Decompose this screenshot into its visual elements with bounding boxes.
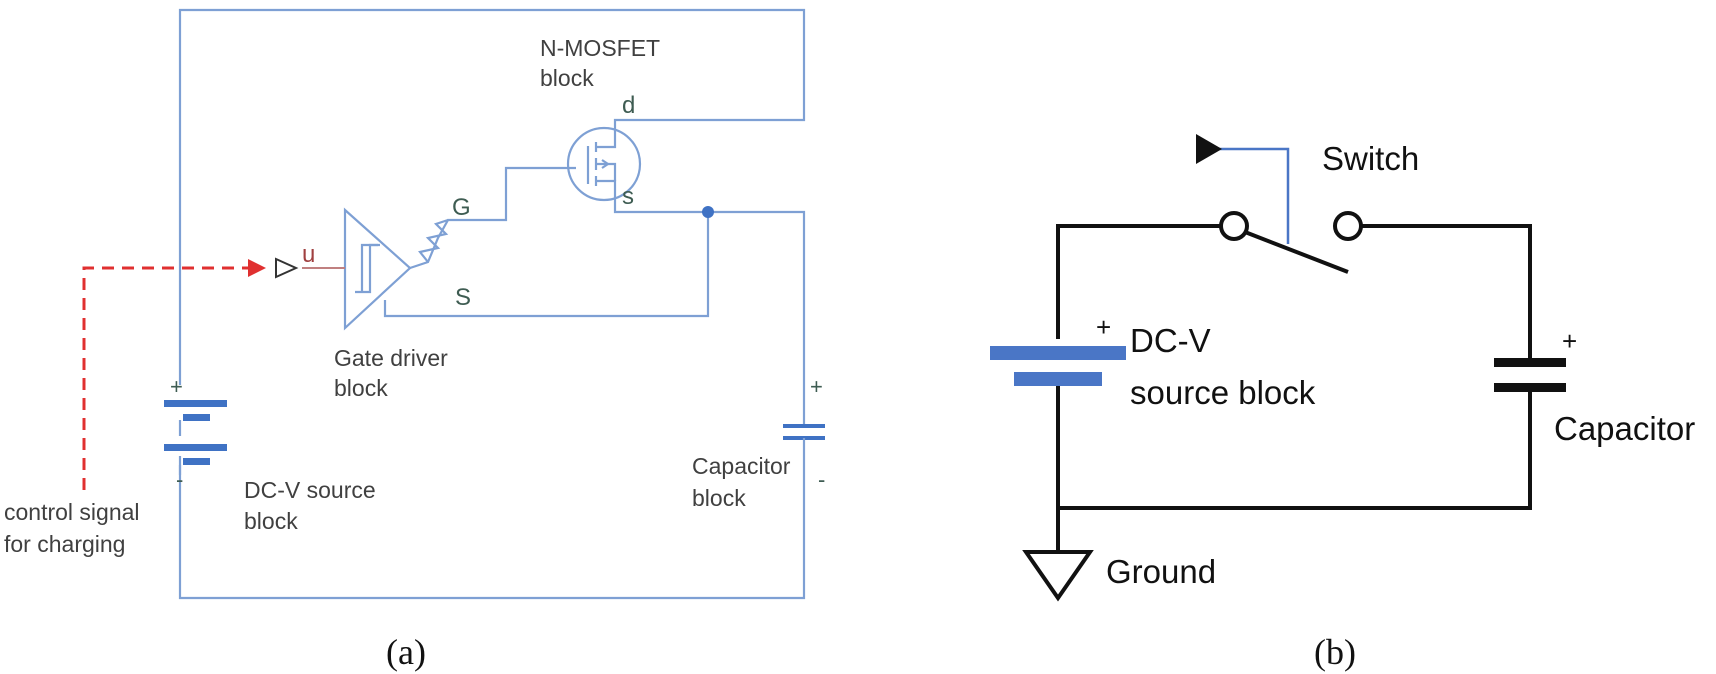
wire-b-bottom xyxy=(1056,386,1532,510)
gate-driver-symbol xyxy=(302,207,412,331)
wire-battery-bottom xyxy=(178,456,806,600)
control-signal-arrow xyxy=(82,259,266,490)
cap-b-plus-label: + xyxy=(1562,326,1577,356)
panel-b-caption: (b) xyxy=(1314,632,1356,672)
pin-S-label: S xyxy=(455,284,471,311)
wire-b-top-right xyxy=(1362,224,1532,358)
switch-control-arrow xyxy=(1196,134,1290,244)
capacitor-label-2: block xyxy=(692,485,746,511)
junction-node xyxy=(702,206,714,218)
control-signal-label-2: for charging xyxy=(4,531,125,557)
wire-mosfet-drain xyxy=(613,118,640,140)
pin-s-label: s xyxy=(622,183,634,210)
dc-minus-label: - xyxy=(176,467,183,492)
control-signal-label-1: control signal xyxy=(4,499,140,525)
dc-plus-label: + xyxy=(170,374,183,399)
ground-icon xyxy=(1022,550,1094,602)
capacitor-symbol xyxy=(783,424,825,475)
capacitor-b-label: Capacitor xyxy=(1554,410,1695,447)
pin-d-label: d xyxy=(622,92,635,119)
dc-source-b-label-2: source block xyxy=(1130,374,1316,411)
wire-b-top-left xyxy=(1056,224,1220,339)
nmosfet-symbol xyxy=(566,126,642,202)
input-port-icon xyxy=(275,257,299,279)
cap-plus-label: + xyxy=(810,374,823,399)
wire-gate xyxy=(409,166,576,270)
ground-label: Ground xyxy=(1106,553,1216,590)
wire-node-to-S xyxy=(383,212,710,318)
switch-label: Switch xyxy=(1322,140,1419,177)
pin-G-label: G xyxy=(452,194,471,221)
wire-mosfet-source xyxy=(613,185,806,425)
mosfet-label-2: block xyxy=(540,65,594,91)
dc-source-b-label-1: DC-V xyxy=(1130,322,1211,359)
gate-resistor xyxy=(418,218,449,263)
dc-source-symbol xyxy=(164,373,227,475)
gate-driver-label-1: Gate driver xyxy=(334,345,448,371)
input-u-label: u xyxy=(302,241,315,268)
mosfet-label-1: N-MOSFET xyxy=(540,35,660,61)
dc-b-plus-label: + xyxy=(1096,312,1111,342)
wire-outer-loop xyxy=(178,8,806,373)
switch-symbol xyxy=(1219,211,1363,274)
panel-b-circuit: Switch DC-V source block Capacitor Groun… xyxy=(990,134,1695,672)
gate-driver-label-2: block xyxy=(334,375,388,401)
panel-a-circuit: N-MOSFET block d s G S u Gate driver blo… xyxy=(4,8,825,672)
cap-minus-label: - xyxy=(818,467,825,492)
dc-source-label-1: DC-V source xyxy=(244,477,376,503)
battery-symbol xyxy=(990,346,1126,386)
capacitor-label-1: Capacitor xyxy=(692,453,791,479)
dc-source-label-2: block xyxy=(244,508,298,534)
panel-a-caption: (a) xyxy=(386,632,426,672)
capacitor-b-symbol xyxy=(1494,358,1566,392)
